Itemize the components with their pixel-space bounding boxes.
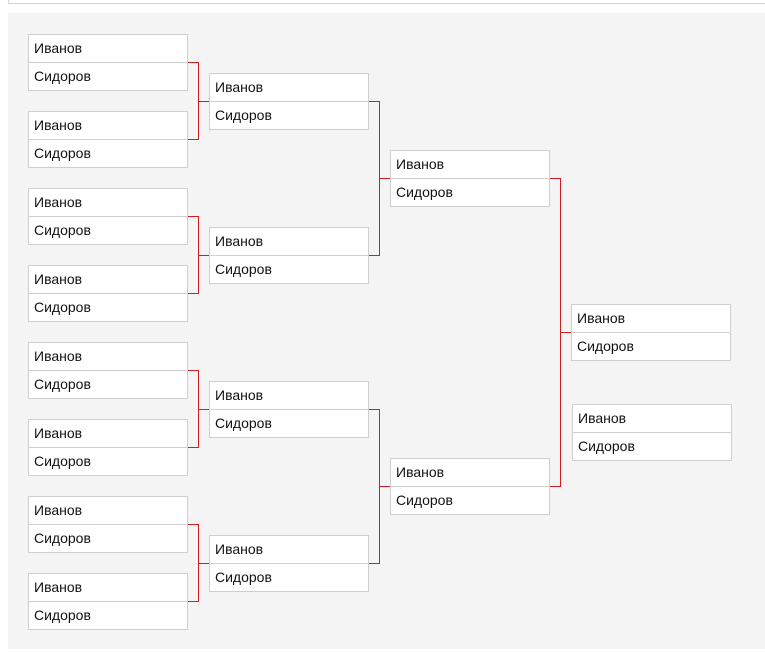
player-slot-top[interactable]: Иванов	[34, 40, 83, 56]
player-slot-top[interactable]: Иванов	[396, 464, 445, 480]
bracket-connector	[188, 524, 198, 525]
player-slot-top[interactable]: Иванов	[215, 79, 264, 95]
player-slot-bottom[interactable]: Сидоров	[210, 409, 368, 437]
player-slot-top[interactable]: Иванов	[34, 271, 83, 287]
player-slot-bottom[interactable]: Сидоров	[210, 101, 368, 129]
bracket-connector	[379, 486, 390, 487]
top-bar	[8, 0, 765, 4]
player-slot-top[interactable]: Иванов	[34, 194, 83, 210]
player-slot-bottom[interactable]: Сидоров	[29, 293, 187, 321]
player-slot-top[interactable]: Иванов	[396, 156, 445, 172]
player-slot-top[interactable]: Иванов	[34, 579, 83, 595]
player-slot-top[interactable]: Иванов	[34, 502, 83, 518]
bracket-connector	[198, 563, 209, 564]
bracket-connector	[198, 255, 209, 256]
bracket-connector	[550, 486, 560, 487]
player-slot-bottom[interactable]: Сидоров	[29, 370, 187, 398]
player-slot-bottom[interactable]: Сидоров	[572, 332, 730, 360]
bracket-connector	[188, 139, 198, 140]
bracket-connector	[188, 62, 198, 63]
bracket-connector	[369, 409, 379, 410]
player-slot-bottom[interactable]: Сидоров	[29, 601, 187, 629]
bracket-connector	[369, 255, 379, 256]
bracket-connector	[188, 601, 198, 602]
player-slot-top[interactable]: Иванов	[215, 387, 264, 403]
player-slot-bottom[interactable]: Сидоров	[210, 255, 368, 283]
bracket-connector	[379, 178, 390, 179]
player-slot-bottom[interactable]: Сидоров	[29, 447, 187, 475]
player-slot-top[interactable]: Иванов	[34, 117, 83, 133]
player-slot-bottom[interactable]: Сидоров	[391, 486, 549, 514]
player-slot-bottom[interactable]: Сидоров	[210, 563, 368, 591]
player-slot-bottom[interactable]: Сидоров	[573, 432, 731, 460]
bracket-connector	[198, 409, 209, 410]
bracket-connector	[188, 293, 198, 294]
bracket-connector	[198, 101, 209, 102]
bracket-connector	[188, 370, 198, 371]
player-slot-top[interactable]: Иванов	[215, 541, 264, 557]
player-slot-bottom[interactable]: Сидоров	[29, 216, 187, 244]
bracket-connector	[369, 563, 379, 564]
bracket-connector	[550, 178, 560, 179]
player-slot-top[interactable]: Иванов	[215, 233, 264, 249]
player-slot-top[interactable]: Иванов	[578, 410, 627, 426]
player-slot-top[interactable]: Иванов	[34, 425, 83, 441]
bracket-connector	[369, 101, 379, 102]
bracket-connector	[188, 216, 198, 217]
bracket-connector	[188, 447, 198, 448]
player-slot-top[interactable]: Иванов	[577, 310, 626, 326]
player-slot-bottom[interactable]: Сидоров	[29, 524, 187, 552]
player-slot-bottom[interactable]: Сидоров	[391, 178, 549, 206]
player-slot-bottom[interactable]: Сидоров	[29, 139, 187, 167]
bracket-connector	[560, 332, 571, 333]
player-slot-top[interactable]: Иванов	[34, 348, 83, 364]
player-slot-bottom[interactable]: Сидоров	[29, 62, 187, 90]
